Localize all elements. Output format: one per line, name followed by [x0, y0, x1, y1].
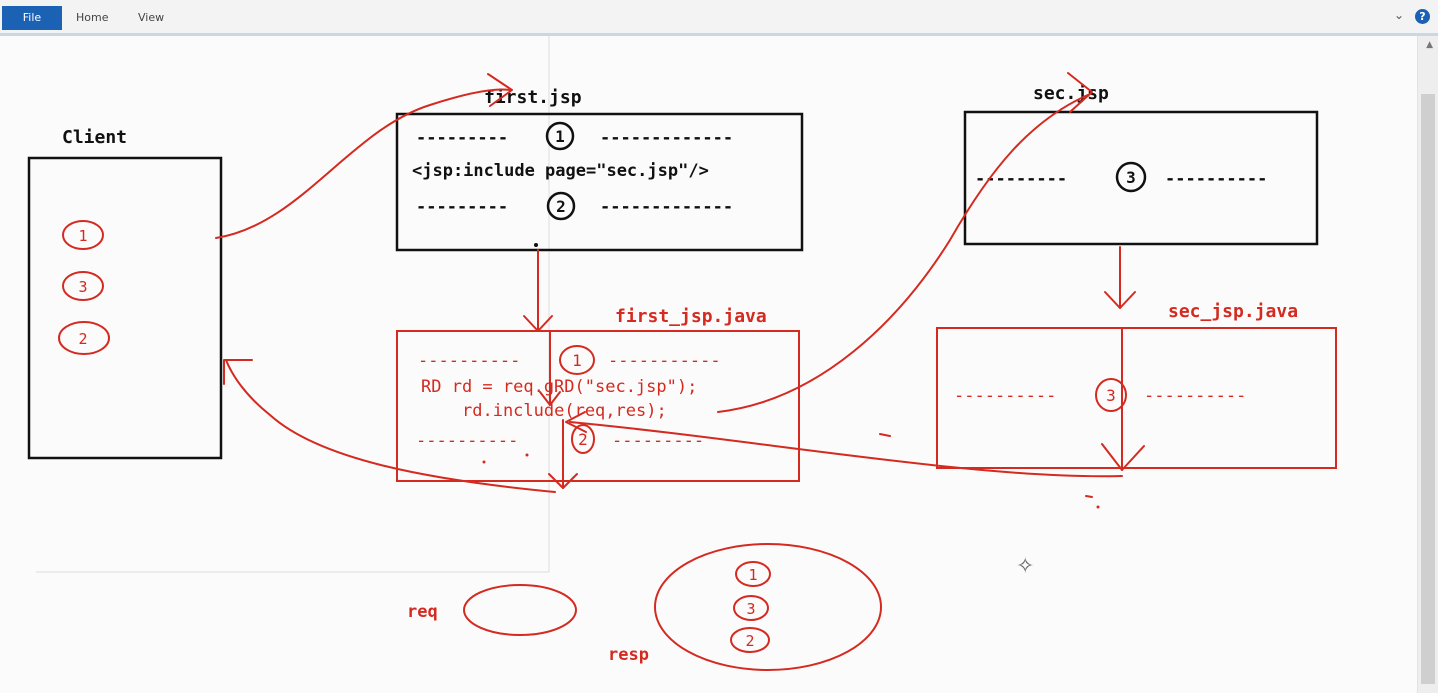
first-jsp-step-2: 2: [556, 197, 566, 216]
move-cursor-icon: ✧: [1016, 554, 1035, 579]
arrowhead: [1101, 443, 1145, 471]
client-step-3: 3: [78, 278, 87, 296]
jsp-include-tag: <jsp:include page="sec.jsp"/>: [412, 161, 709, 181]
first-java-box: [396, 330, 800, 482]
resp-object: [654, 543, 882, 671]
client-title: Client: [62, 127, 127, 148]
first-java-dashes: ----------: [416, 431, 518, 451]
sec-java-dashes: ----------: [954, 386, 1056, 406]
scrollbar-thumb[interactable]: [1421, 94, 1435, 684]
step-circle: [730, 627, 770, 653]
tab-home[interactable]: Home: [76, 11, 109, 24]
resp-step-2: 2: [745, 632, 754, 650]
code-line-getrequestdispatcher: RD rd = req.gRD("sec.jsp");: [421, 377, 697, 397]
vertical-scrollbar[interactable]: [1417, 36, 1438, 693]
pen-mark: [1085, 495, 1093, 498]
arrowhead: [223, 359, 253, 385]
first-java-dashes: ----------: [418, 351, 520, 371]
first-jsp-dashes: -------------: [600, 197, 733, 217]
arrowhead: [523, 315, 553, 332]
first-java-step-1: 1: [572, 351, 582, 370]
arrow-return-to-first-java: [569, 421, 1123, 478]
step-circle: [1095, 378, 1127, 412]
resp-step-1: 1: [748, 566, 757, 584]
client-step-1: 1: [78, 227, 87, 245]
client-step-circle: [62, 220, 104, 250]
req-label: req: [407, 602, 438, 622]
client-box: [27, 156, 223, 460]
step-circle: [735, 561, 771, 587]
first-jsp-dashes: ---------: [416, 197, 508, 217]
first-java-dashes: -----------: [608, 351, 721, 371]
tab-view[interactable]: View: [138, 11, 165, 24]
step-circle: [546, 191, 576, 221]
sec-java-step-3: 3: [1106, 386, 1116, 405]
arrow-client-to-first-jsp: [215, 88, 511, 239]
arrowhead: [1104, 291, 1136, 309]
pen-dot: [534, 243, 538, 247]
drawing-canvas[interactable]: [0, 36, 1418, 693]
arrow-include-to-sec-jsp: [717, 93, 1091, 413]
step-circle: [733, 595, 769, 621]
step-circle: [559, 345, 595, 375]
sec-java-dashes: ----------: [1144, 386, 1246, 406]
arrowhead: [539, 391, 561, 406]
sec-java-title: sec_jsp.java: [1168, 301, 1298, 322]
ribbon-bar: File Home View ⌄ ?: [0, 0, 1438, 36]
first-jsp-step-1: 1: [555, 127, 565, 146]
step-circle: [1115, 161, 1147, 193]
sec-jsp-dashes: ----------: [1165, 169, 1267, 189]
client-step-2: 2: [78, 330, 87, 348]
resp-step-3: 3: [746, 600, 755, 618]
first-java-step-2: 2: [578, 430, 588, 449]
arrowhead: [1067, 72, 1093, 113]
code-line-include: rd.include(req,res);: [462, 401, 667, 421]
pen-dot: [1096, 505, 1100, 509]
sec-jsp-dashes: ---------: [975, 169, 1067, 189]
first-java-title: first_jsp.java: [615, 306, 767, 327]
sec-java-box: [936, 327, 1337, 469]
chevron-down-icon[interactable]: ⌄: [1393, 8, 1404, 22]
sec-jsp-step-3: 3: [1126, 168, 1136, 187]
first-jsp-box: [395, 112, 804, 252]
scroll-up-icon[interactable]: ▲: [1426, 40, 1433, 50]
pen-dot: [525, 453, 529, 457]
resp-label: resp: [608, 645, 649, 665]
client-step-circle: [62, 271, 104, 301]
pen-mark: [879, 433, 891, 437]
pen-dot: [482, 460, 486, 464]
step-circle: [545, 121, 575, 151]
arrowhead: [565, 411, 587, 433]
first-java-dashes: ---------: [612, 431, 704, 451]
sec-jsp-title: sec.jsp: [1033, 83, 1109, 104]
sec-jsp-box: [963, 110, 1319, 246]
arrowhead: [487, 73, 513, 107]
first-jsp-dashes: ---------: [416, 128, 508, 148]
tab-file[interactable]: File: [2, 6, 62, 30]
step-circle: [571, 424, 595, 454]
help-icon[interactable]: ?: [1415, 9, 1430, 24]
first-jsp-dashes: -------------: [600, 128, 733, 148]
req-object: [463, 584, 577, 636]
client-step-circle: [58, 321, 110, 355]
arrow-response-to-client: [225, 359, 556, 493]
arrowhead: [548, 473, 578, 489]
